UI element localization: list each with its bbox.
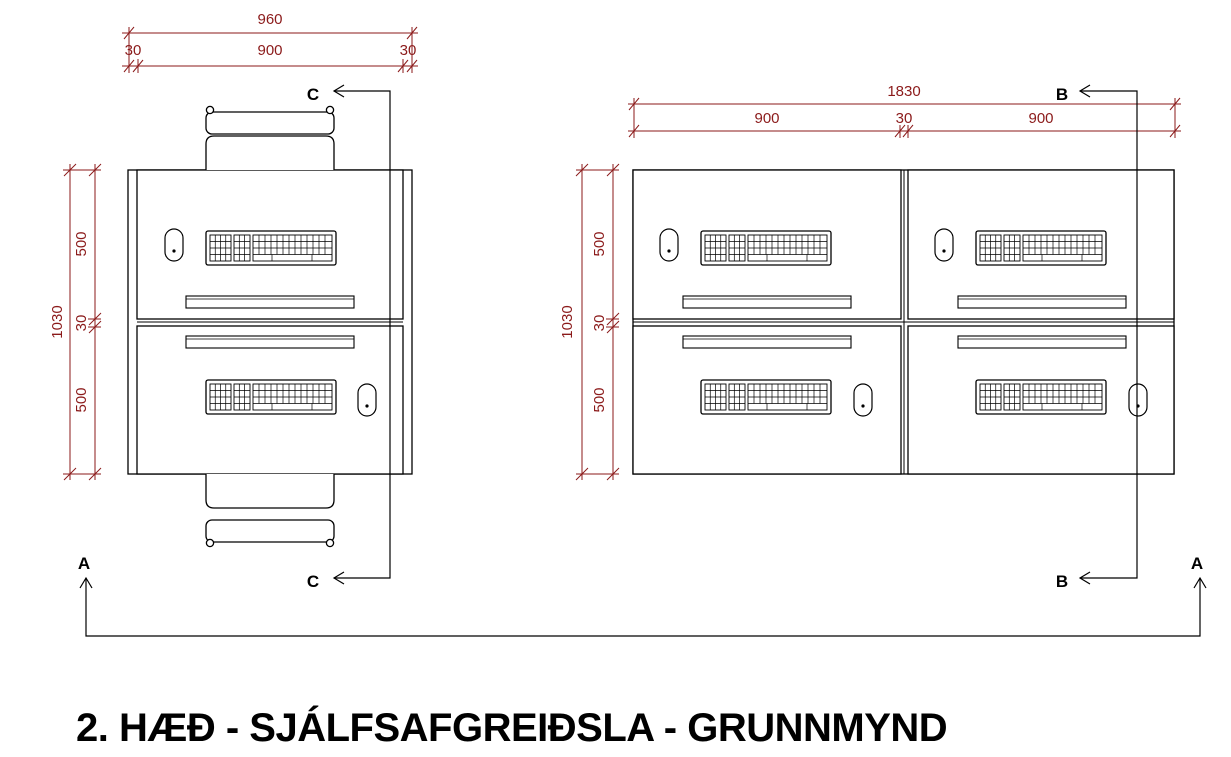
- left-width-dimension-lines: [122, 26, 418, 73]
- mouse-icon: [659, 228, 679, 262]
- left-chair-bottom: [205, 474, 335, 548]
- right-station-plan: [632, 169, 1175, 475]
- desk-slot: [957, 295, 1127, 309]
- left-station-plan: [127, 105, 413, 548]
- section-a-right-label: A: [1191, 554, 1203, 573]
- left-chair-top: [205, 105, 335, 170]
- mouse-icon: [357, 383, 377, 417]
- right-depth-dimension-lines: [575, 163, 620, 481]
- desk-slot: [682, 295, 852, 309]
- left-depth-total-label: 1030: [49, 305, 66, 338]
- keyboard-icon: [205, 230, 337, 266]
- mouse-icon: [1128, 383, 1148, 417]
- desk-slot: [957, 335, 1127, 349]
- section-c-line: [332, 84, 391, 585]
- right-depth-total-label: 1030: [559, 305, 576, 338]
- right-width-dimension-lines: [628, 97, 1181, 138]
- left-depth-bottom-label: 500: [73, 387, 90, 412]
- section-c-top-label: C: [307, 85, 319, 104]
- keyboard-icon: [700, 379, 832, 415]
- mouse-icon: [934, 228, 954, 262]
- section-c-bottom-label: C: [307, 572, 319, 591]
- drawing-title: 2. HÆÐ - SJÁLFSAFGREIÐSLA - GRUNNMYND: [76, 706, 948, 750]
- section-b-bottom-label: B: [1056, 572, 1068, 591]
- left-depth-mid-label: 30: [73, 315, 90, 332]
- right-width-total-label: 1830: [887, 83, 920, 100]
- left-width-total-label: 960: [257, 11, 282, 28]
- left-depth-top-label: 500: [73, 231, 90, 256]
- keyboard-icon: [700, 230, 832, 266]
- desk-slot: [682, 335, 852, 349]
- right-depth-top-label: 500: [591, 231, 608, 256]
- left-width-mid-label: 900: [257, 42, 282, 59]
- mouse-icon: [853, 383, 873, 417]
- keyboard-icon: [975, 379, 1107, 415]
- section-b-line: [1078, 84, 1138, 585]
- right-width-right-label: 900: [1028, 110, 1053, 127]
- left-width-right-label: 30: [400, 42, 417, 59]
- keyboard-icon: [975, 230, 1107, 266]
- right-depth-bottom-label: 500: [591, 387, 608, 412]
- section-a-left-label: A: [78, 554, 90, 573]
- desk-slot: [185, 335, 355, 349]
- section-a-line: [79, 576, 1207, 637]
- left-width-left-label: 30: [125, 42, 142, 59]
- right-width-left-label: 900: [754, 110, 779, 127]
- left-depth-dimension-lines: [63, 163, 102, 481]
- desk-slot: [185, 295, 355, 309]
- keyboard-icon: [205, 379, 337, 415]
- section-b-top-label: B: [1056, 85, 1068, 104]
- mouse-icon: [164, 228, 184, 262]
- right-depth-mid-label: 30: [591, 315, 608, 332]
- right-width-mid-label: 30: [896, 110, 913, 127]
